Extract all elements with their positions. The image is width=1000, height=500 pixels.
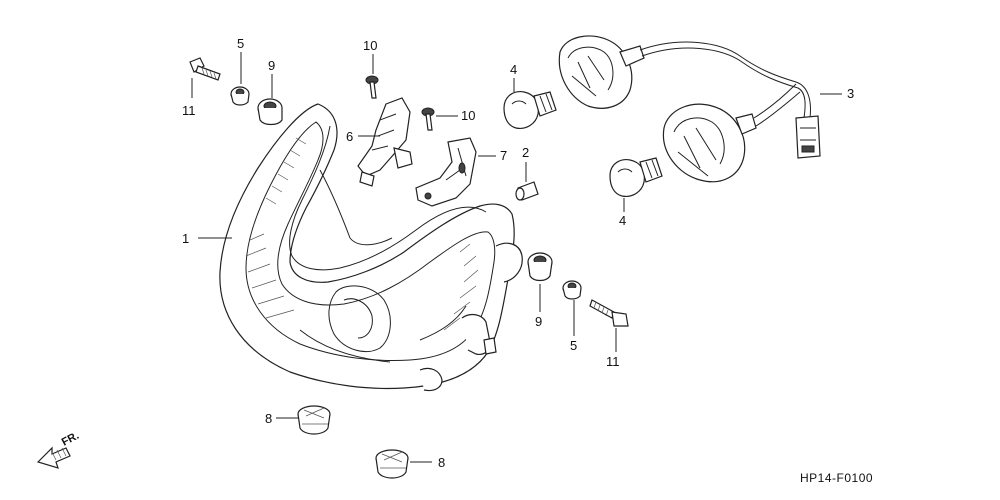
callout-6: 6 <box>346 129 353 144</box>
socket-harness-3[interactable] <box>558 35 821 183</box>
bolt-11-left[interactable] <box>189 57 221 81</box>
collar-5-left[interactable] <box>230 86 250 106</box>
grommet-9-right[interactable] <box>527 252 553 282</box>
bulb-4-top[interactable] <box>503 91 557 129</box>
callout-2: 2 <box>522 145 529 160</box>
diagram-code: HP14-F0100 <box>800 471 873 485</box>
callout-4-bottom: 4 <box>619 213 626 228</box>
callout-3: 3 <box>847 86 854 101</box>
front-arrow-icon <box>36 446 71 469</box>
front-label: FR. <box>60 430 81 449</box>
callout-9-right: 9 <box>535 314 542 329</box>
screw-10-top[interactable] <box>365 75 379 99</box>
callout-5-right: 5 <box>570 338 577 353</box>
collar-2[interactable] <box>515 181 539 201</box>
callout-4-top: 4 <box>510 62 517 77</box>
front-direction-indicator: FR. <box>36 430 81 469</box>
callout-11-right: 11 <box>606 354 620 369</box>
callout-7: 7 <box>500 148 507 163</box>
callout-1: 1 <box>182 231 189 246</box>
bolt-11-right[interactable] <box>589 299 629 327</box>
damper-rubber-8-lower[interactable] <box>375 449 409 479</box>
callout-8-upper: 8 <box>265 411 272 426</box>
headlight-assembly[interactable] <box>219 103 523 392</box>
bracket-6[interactable] <box>357 97 413 187</box>
callout-5-left: 5 <box>237 36 244 51</box>
callout-11-left: 11 <box>182 103 196 118</box>
bulb-4-bottom[interactable] <box>609 157 663 197</box>
callout-8-lower: 8 <box>438 455 445 470</box>
damper-rubber-8-upper[interactable] <box>297 405 331 435</box>
grommet-9-left[interactable] <box>257 98 283 126</box>
screw-10-right[interactable] <box>421 107 435 131</box>
callout-10-top: 10 <box>363 38 377 53</box>
collar-5-right[interactable] <box>562 280 582 300</box>
callout-10-right: 10 <box>461 108 475 123</box>
leader-lines <box>191 52 842 463</box>
bracket-7[interactable] <box>415 137 477 207</box>
callout-labels: 1 2 3 4 4 5 5 6 7 8 8 9 9 10 10 11 11 <box>182 36 854 470</box>
callout-9-left: 9 <box>268 58 275 73</box>
